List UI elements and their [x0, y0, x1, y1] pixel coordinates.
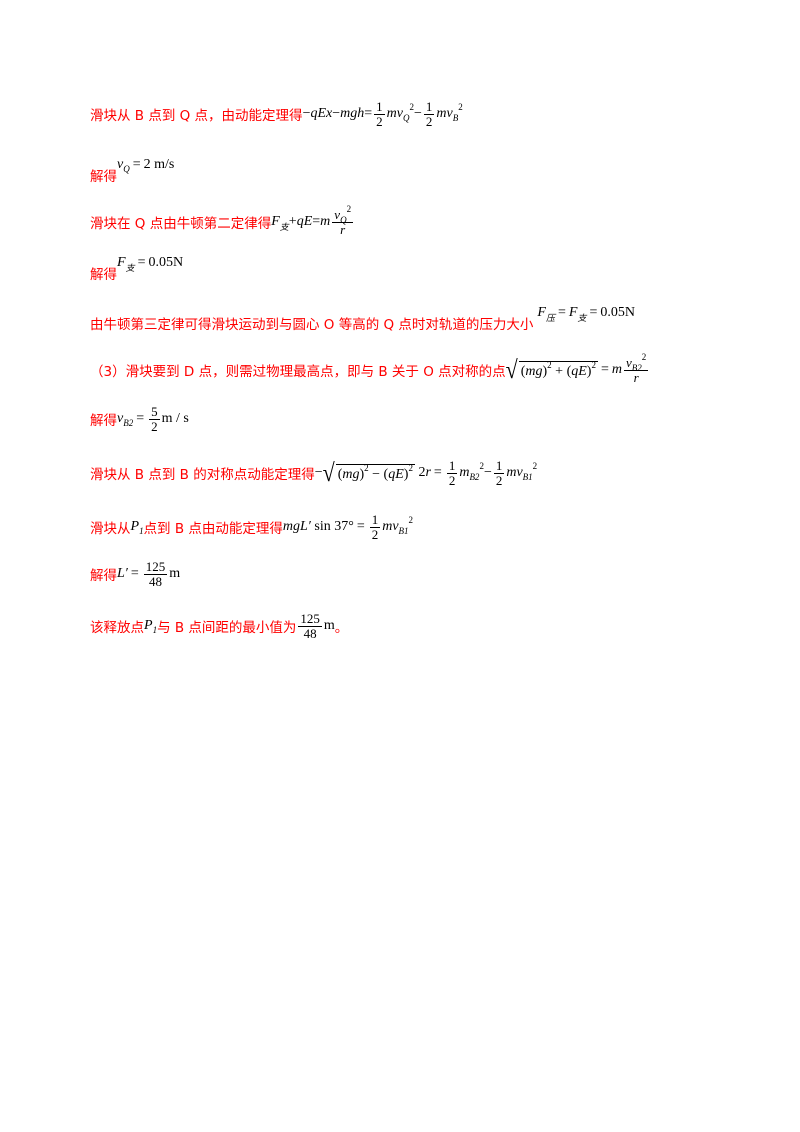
text-l1: 滑块从 B 点到 Q 点，由动能定理得: [90, 108, 303, 125]
min-numerator: 125: [298, 611, 322, 627]
text-l11b: 与 B 点间距的最小值为: [157, 620, 297, 637]
vb2-denominator: 2: [151, 418, 158, 434]
l-numerator: 125: [143, 559, 168, 575]
text-l9b: 点到 B 点由动能定理得: [143, 521, 283, 538]
vb2-numerator: 5: [149, 404, 160, 420]
f-pressure-value: 0.05N: [600, 305, 636, 320]
text-l3: 滑块在 Q 点由牛顿第二定律得: [90, 216, 272, 233]
text-l7: 解得: [90, 413, 117, 430]
min-unit: m: [323, 618, 335, 634]
l-denominator: 48: [149, 573, 163, 589]
text-l4: 解得: [90, 267, 117, 283]
text-l6: （3）滑块要到 D 点，则需过物理最高点，即与 B 关于 O 点对称的点: [90, 364, 506, 381]
line-6: （3）滑块要到 D 点，则需过物理最高点，即与 B 关于 O 点对称的点 √(m…: [90, 352, 650, 385]
f-value: 0.05N: [148, 255, 184, 270]
text-l10: 解得: [90, 568, 117, 585]
vb2-unit: m / s: [161, 411, 189, 427]
text-l2: 解得: [90, 169, 117, 185]
text-l5: 由牛顿第三定律可得滑块运动到与圆心 O 等高的 Q 点时对轨道的压力大小: [90, 317, 534, 333]
sin-term: sin 37°: [314, 519, 354, 535]
text-l8: 滑块从 B 点到 B 的对称点动能定理得: [90, 467, 315, 484]
vq-value: 2 m/s: [143, 157, 175, 172]
l-unit: m: [169, 566, 181, 582]
text-l9a: 滑块从: [90, 521, 131, 538]
text-l11c: 。: [334, 620, 349, 637]
text-l11a: 该释放点: [90, 620, 144, 637]
min-denominator: 48: [303, 625, 317, 641]
